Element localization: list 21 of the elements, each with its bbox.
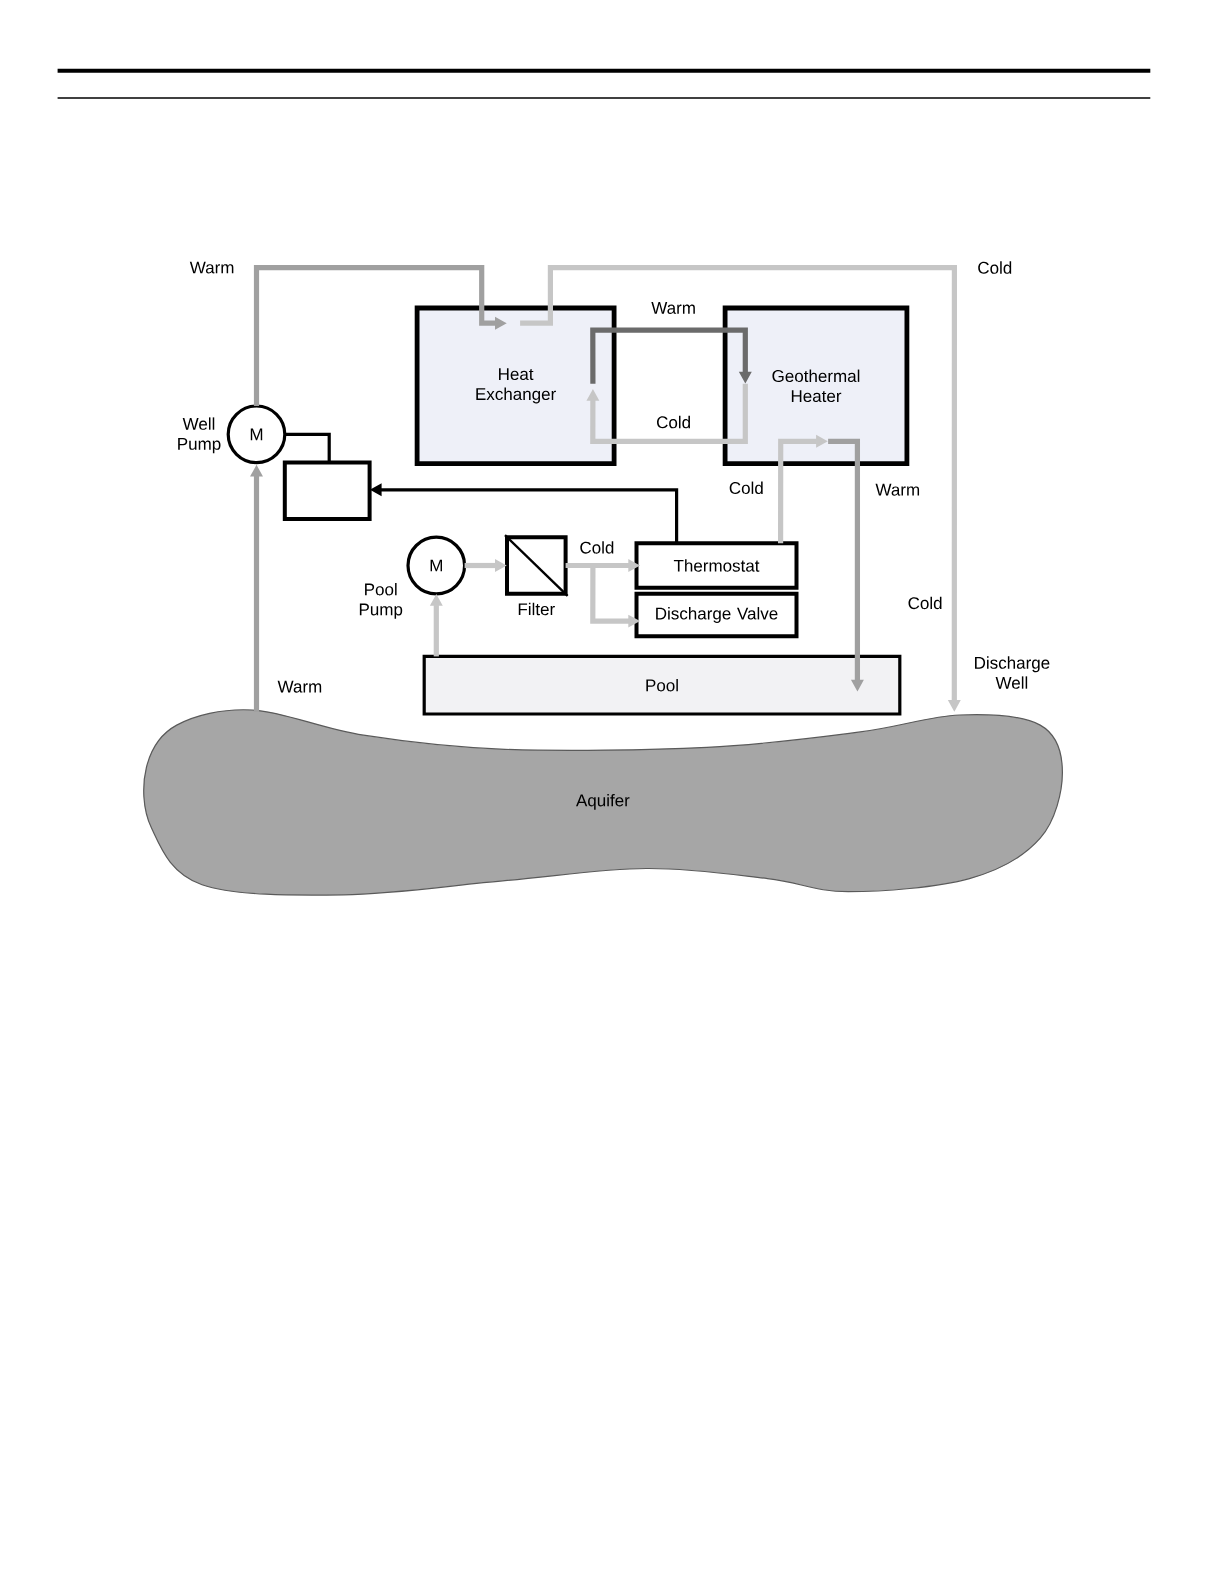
component-label: Filter	[518, 602, 555, 616]
component-box: Thermostat	[634, 541, 799, 590]
edge-label: Cold	[978, 261, 1012, 274]
edge-label: Warm	[651, 302, 695, 314]
component-box: Heat Exchanger	[414, 305, 617, 466]
flow-label: Cold	[908, 596, 942, 610]
control-box	[282, 460, 372, 522]
component-label: Pool Pump	[359, 583, 403, 619]
edge-label: Warm	[277, 680, 322, 693]
edge-label: Cold	[580, 541, 614, 554]
flow-label: Discharge Well	[975, 656, 1050, 689]
edge-label: Warm	[875, 483, 920, 496]
component-box: Discharge Valve	[634, 591, 799, 639]
component-box: Geothermal Heater	[722, 305, 910, 466]
edge-label: Warm	[189, 261, 234, 274]
pipe-arrow	[586, 383, 748, 444]
component-box: Pool	[422, 654, 902, 716]
edge-label: Cold	[729, 481, 763, 495]
pipe-arrow	[590, 327, 752, 384]
edge-label: Cold	[657, 415, 690, 429]
component-label: Well Pump	[178, 417, 221, 454]
